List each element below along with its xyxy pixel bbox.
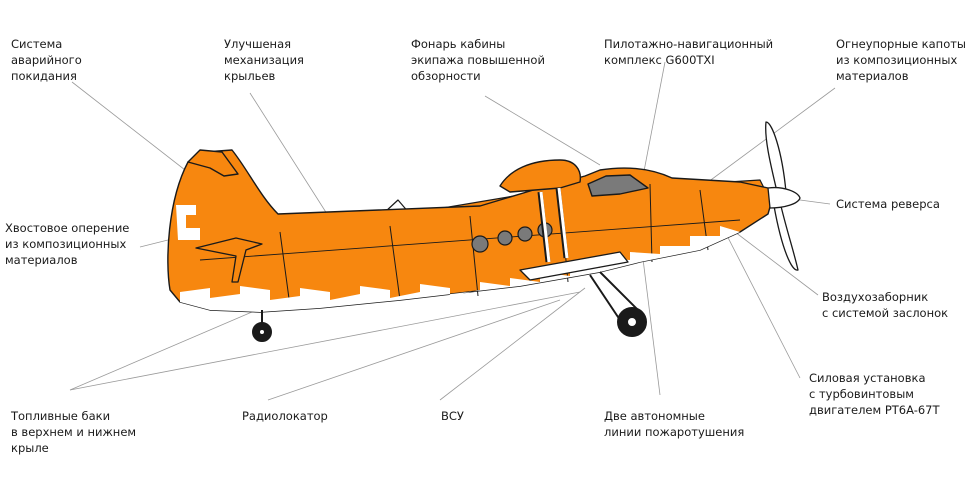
callout-fuel-tanks: Топливные баки в верхнем и нижнем крыле <box>11 409 137 455</box>
fuselage <box>167 149 773 313</box>
propeller <box>765 121 801 271</box>
callout-composite-tail: Хвостовое оперение из композиционных мат… <box>5 221 130 267</box>
callout-wing-mechanization: Улучшеная механизация крыльев <box>224 37 304 83</box>
callout-air-intake: Воздухозаборник с системой заслонок <box>822 290 949 320</box>
callout-reverse-system: Система реверса <box>836 197 940 211</box>
callout-cockpit-canopy: Фонарь кабины экипажа повышенной обзорно… <box>411 37 545 83</box>
leader-air-intake <box>734 231 819 296</box>
porthole-1 <box>471 235 489 253</box>
callout-apu: ВСУ <box>441 409 464 423</box>
leader-apu <box>439 287 586 401</box>
horizontal-stabilizer <box>195 237 263 283</box>
main-gear-strut <box>589 271 641 321</box>
callout-fire-lines: Две автономные линии пожаротушения <box>604 409 745 439</box>
callout-fireproof-cowlings: Огнеупорные капоты из композиционных мат… <box>836 37 967 83</box>
callout-powerplant: Силовая установка с турбовинтовым двигат… <box>809 371 940 417</box>
propeller-blade-top <box>765 121 787 197</box>
lower-wing-and-struts <box>519 187 629 281</box>
leader-radar <box>267 299 561 401</box>
porthole-3 <box>517 226 533 242</box>
callout-emergency-exit-system: Система аварийного покидания <box>11 37 82 83</box>
porthole-2 <box>497 230 513 246</box>
landing-gear <box>252 271 647 342</box>
propeller-blade-bottom <box>773 201 799 271</box>
spinner <box>767 186 801 209</box>
leader-fuel-tank-2 <box>69 291 581 391</box>
leader-cockpit-canopy <box>484 95 601 166</box>
callout-radar: Радиолокатор <box>242 409 328 423</box>
callout-avionics-suite: Пилотажно-навигационный комплекс G600TXI <box>604 37 774 67</box>
leader-powerplant <box>719 221 801 379</box>
